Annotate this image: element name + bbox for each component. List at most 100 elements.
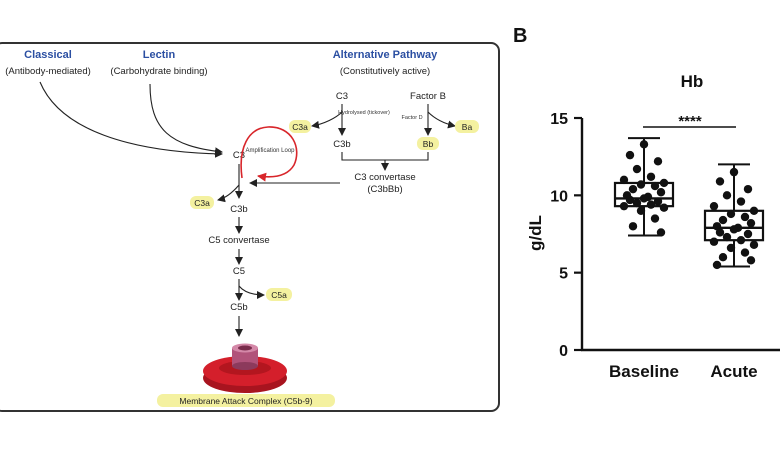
y-tick-label: 0 [559,343,568,360]
data-point [746,218,756,228]
y-axis-ticks: 0 5 10 15 [550,111,582,360]
data-point [729,167,739,177]
data-point [653,157,663,166]
data-point [659,203,669,212]
data-point [646,200,656,209]
data-point [743,184,753,194]
mac-label: Membrane Attack Complex (C5b-9) [179,396,312,406]
y-tick-label: 5 [559,266,568,283]
c3a-left-arrow [217,184,240,203]
bb-label: Bb [423,139,434,149]
classical-title: Classical [24,49,72,61]
data-point [632,198,642,208]
c3a-right-label: C3a [292,122,308,132]
lectin-to-c3-arrow [149,83,223,156]
data-point [619,175,629,185]
data-point [718,253,728,262]
pathway-panel-frame [0,42,500,412]
data-point [726,243,736,253]
c3-label: C3 [233,150,245,161]
data-point [740,248,750,257]
data-point [736,197,746,206]
bb-highlight [417,137,439,150]
classical-to-c3-arrow [39,81,223,158]
data-point [715,228,725,237]
alt-c3-label: C3 [336,91,348,102]
ba-highlight [455,120,479,133]
x-tick-label: Acute [710,362,757,381]
x-axis-labels: Baseline Acute [609,362,758,381]
data-point [722,191,732,200]
mac-illustration [203,343,287,393]
panel-b-letter: B [513,25,527,47]
c3a-left-label: C3a [194,198,210,208]
mac-highlight [157,394,335,407]
c5a-label: C5a [271,290,287,300]
data-point [726,209,736,219]
significance-stars: **** [678,113,702,130]
data-point [625,150,635,160]
amplification-label: Amplification Loop [245,148,295,154]
y-tick-label: 15 [550,111,568,128]
c5-label: C5 [233,266,245,277]
data-point [729,225,739,234]
ba-label: Ba [462,122,473,132]
y-axis-label: g/dL [526,215,545,251]
data-point [619,201,629,211]
data-point [659,178,669,188]
data-point [749,240,759,250]
data-point [636,180,646,189]
hydrolysed-note: Hydrolysed (tickover) [338,110,390,116]
factor-b-label: Factor B [410,91,446,102]
data-point [650,214,660,223]
c5b-label: C5b [230,302,247,313]
data-point [740,212,750,222]
x-tick-label: Baseline [609,362,679,381]
c3a-left-highlight [190,196,214,209]
c5-convertase-label: C5 convertase [208,235,269,246]
chart-title: Hb [681,72,704,91]
c3-convertase-label: C3 convertase [354,172,415,183]
c3a-release-arrow [311,111,343,129]
data-point [722,232,732,242]
alternative-title: Alternative Pathway [333,49,438,61]
data-point [743,229,753,239]
lectin-subtitle: (Carbohydrate binding) [110,66,207,77]
data-point [736,235,746,245]
data-point [625,195,635,205]
data-point [712,260,722,270]
lectin-title: Lectin [143,49,176,61]
data-point [709,237,719,246]
data-point [718,215,728,225]
data-point [628,222,638,231]
data-point [715,177,725,186]
amplification-loop-arrow [240,126,298,182]
data-point [639,194,649,203]
data-point [749,206,759,215]
data-point [653,197,663,206]
c3b-label: C3b [230,204,247,215]
c5a-highlight [266,288,292,301]
c3a-right-highlight [289,120,311,133]
data-point [746,256,756,265]
data-point [639,140,649,149]
alternative-subtitle: (Constitutively active) [340,66,430,77]
data-points [619,140,759,270]
data-point [656,228,666,237]
data-point [646,172,656,181]
data-point [709,201,719,211]
data-point [636,206,646,215]
y-tick-label: 10 [550,188,568,205]
data-point [656,188,666,197]
data-point [628,184,638,194]
classical-subtitle: (Antibody-mediated) [5,66,91,77]
c5a-release-arrow [238,285,265,299]
data-point [650,181,660,191]
alt-c3b-label: C3b [333,139,350,150]
c3bbb-label: (C3bBb) [367,184,402,195]
ba-release-arrow [427,111,456,129]
factor-d-note: Factor D [401,115,422,121]
data-point [632,164,642,174]
